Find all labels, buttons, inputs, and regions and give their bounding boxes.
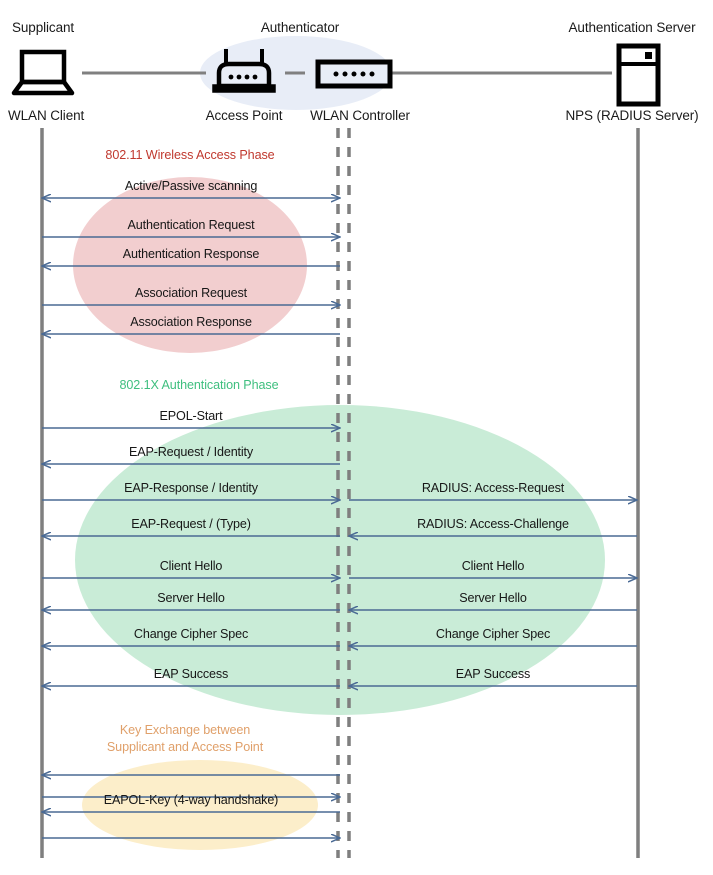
wireless-router-icon: [212, 49, 276, 93]
actor-role-authenticator: Authenticator: [260, 20, 340, 35]
actor-role-supplicant: Supplicant: [12, 20, 75, 35]
message-arrows-left: [42, 198, 340, 838]
phase-label-key-exchange: Key Exchange between Supplicant and Acce…: [107, 722, 263, 756]
laptop-icon: [11, 49, 75, 96]
phase-label-key-exchange-line2: Supplicant and Access Point: [106, 740, 264, 754]
message-left-label: Association Request: [135, 286, 247, 300]
message-left-label: EAP-Response / Identity: [124, 481, 258, 495]
message-arrows-right: [349, 500, 637, 686]
message-right-label: Server Hello: [459, 591, 527, 605]
message-left-label: EPOL-Start: [159, 409, 223, 423]
phase-ellipse-wireless-access: [73, 177, 307, 353]
phase-ellipse-dot1x-auth: [75, 405, 605, 715]
message-right-label: EAP Success: [455, 667, 531, 681]
server-rack-icon: [616, 43, 661, 107]
message-right-label: RADIUS: Access-Challenge: [417, 517, 569, 531]
phase-label-dot1x-auth: 802.1X Authentication Phase: [119, 378, 279, 392]
phase-label-key-exchange-line1: Key Exchange between: [119, 723, 251, 737]
message-left-label: Authentication Request: [127, 218, 255, 232]
actor-device-supplicant: WLAN Client: [8, 108, 85, 123]
message-right-label: Client Hello: [461, 559, 525, 573]
message-left-label: Change Cipher Spec: [133, 627, 249, 641]
message-right-label: Change Cipher Spec: [435, 627, 551, 641]
network-switch-icon: [315, 59, 393, 89]
actor-role-auth-server: Authentication Server: [568, 20, 696, 35]
message-right-label: RADIUS: Access-Request: [421, 481, 565, 495]
message-left-label: EAP Success: [153, 667, 229, 681]
message-left-label: Active/Passive scanning: [124, 179, 258, 193]
phase-label-wireless-access: 802.11 Wireless Access Phase: [105, 148, 275, 162]
message-left-label: Association Response: [130, 315, 252, 329]
actor-device-access-point: Access Point: [205, 108, 283, 123]
phase-ellipse-key-exchange: [82, 760, 318, 850]
message-left-label: Authentication Response: [122, 247, 260, 261]
message-left-label: EAPOL-Key (4-way handshake): [103, 793, 279, 807]
message-left-label: Server Hello: [157, 591, 225, 605]
message-left-label: EAP-Request / Identity: [128, 445, 254, 459]
message-left-label: EAP-Request / (Type): [131, 517, 251, 531]
message-left-label: Client Hello: [159, 559, 223, 573]
actor-device-wlan-controller: WLAN Controller: [310, 108, 410, 123]
actor-device-auth-server: NPS (RADIUS Server): [565, 108, 699, 123]
